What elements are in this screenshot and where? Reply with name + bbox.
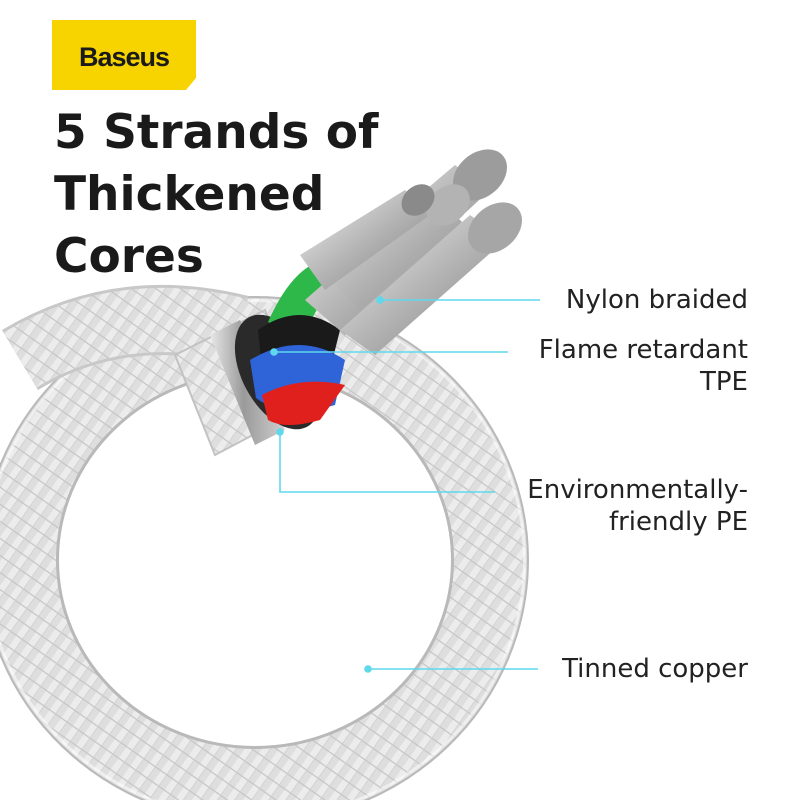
leader-lines — [270, 296, 540, 673]
brand-logo: Baseus — [52, 20, 196, 90]
headline-line-1: 5 Strands of — [54, 105, 379, 160]
callout-tpe: Flame retardant TPE — [539, 334, 748, 398]
leader-pe — [279, 432, 495, 493]
callout-pe: Environmentally- friendly PE — [527, 474, 748, 538]
headline-line-2: Thickened — [54, 167, 325, 222]
callout-pe-line-1: Environmentally- — [527, 475, 748, 505]
callout-pe-line-2: friendly PE — [608, 507, 748, 537]
callout-nylon-text: Nylon braided — [565, 285, 748, 315]
logo-badge — [52, 20, 196, 90]
headline-line-3: Cores — [54, 229, 204, 284]
headline: 5 Strands of Thickened Cores — [54, 102, 378, 288]
callout-tpe-line-2: TPE — [700, 367, 748, 397]
logo-text: Baseus — [78, 42, 170, 72]
callout-copper-text: Tinned copper — [562, 654, 748, 684]
copper-strands — [300, 149, 522, 355]
core-red — [262, 381, 345, 425]
callout-tpe-line-1: Flame retardant — [538, 335, 748, 365]
callout-copper: Tinned copper — [562, 653, 748, 685]
callout-nylon: Nylon braided — [566, 284, 748, 316]
